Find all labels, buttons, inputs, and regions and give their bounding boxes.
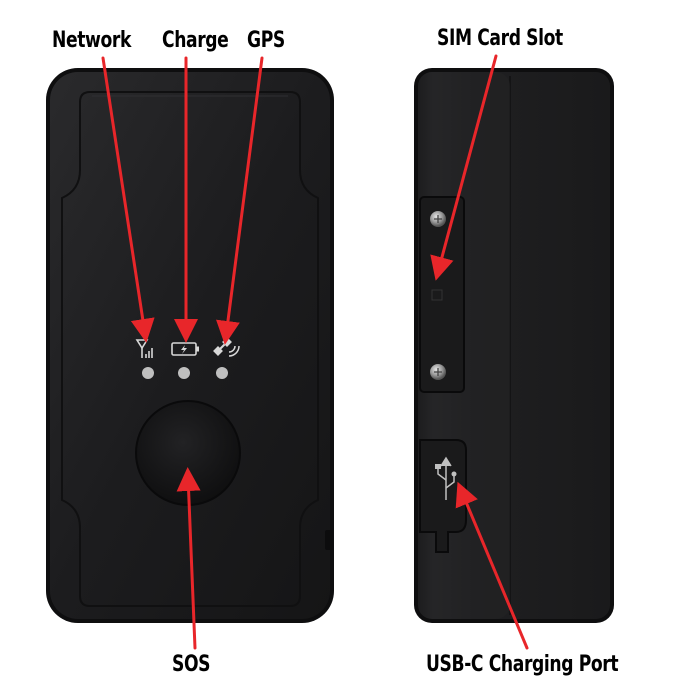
gps-label: GPS	[247, 28, 285, 53]
sos-label: SOS	[172, 652, 211, 677]
charge-led	[178, 367, 190, 379]
sim-card-cover[interactable]	[419, 196, 465, 393]
arrow-usbc	[455, 481, 529, 650]
network-label: Network	[52, 28, 131, 53]
network-led	[142, 367, 154, 379]
device-front-view	[46, 68, 334, 623]
usb-icon	[435, 456, 457, 500]
side-clip	[325, 530, 333, 550]
device-side-view	[414, 68, 614, 623]
arrow-sos	[176, 467, 201, 650]
battery-icon	[171, 342, 199, 356]
arrow-network	[101, 56, 155, 343]
arrow-gps	[216, 56, 264, 345]
usb-port-cover[interactable]	[419, 439, 467, 553]
arrow-sim	[430, 54, 498, 281]
gps-led	[216, 367, 228, 379]
callout-arrows	[101, 54, 529, 650]
charge-label: Charge	[162, 28, 229, 53]
sim-card-slot-label: SIM Card Slot	[437, 26, 563, 51]
front-panel-outline	[61, 91, 319, 607]
usb-c-charging-port-label: USB-C Charging Port	[426, 652, 619, 677]
